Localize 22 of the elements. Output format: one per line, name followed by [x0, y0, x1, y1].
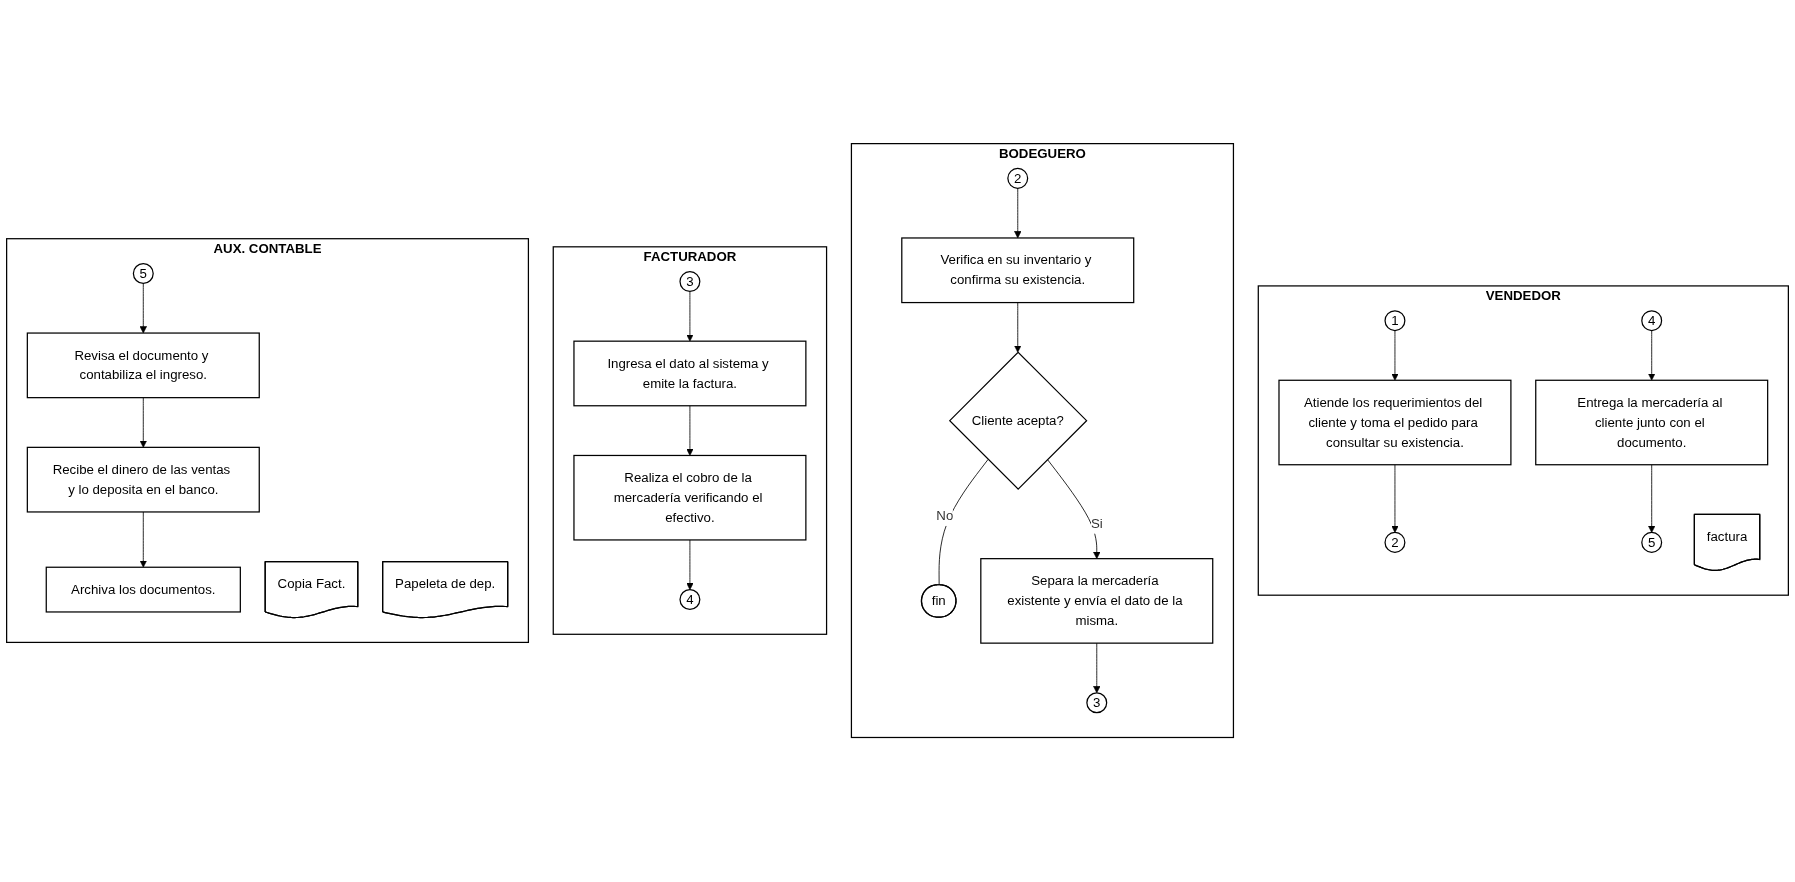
node-circle: 2 [1007, 168, 1029, 190]
node-circle: 5 [1641, 532, 1663, 554]
node-box: Verifica en su inventario y confirma su existencia. [901, 237, 1135, 304]
node-circle: 2 [1384, 532, 1406, 554]
node-box: Recibe el dinero de las ventas y lo deposita en el banco. [26, 447, 260, 513]
node-circle: 4 [679, 589, 701, 611]
connector [938, 459, 989, 586]
node-box: Atiende los requerimientos del cliente y toma el pedido para consultar su existencia. [1278, 380, 1512, 466]
node-circle: 1 [1384, 310, 1406, 332]
node-circle: 3 [1086, 692, 1108, 714]
edge-label: Si [1090, 516, 1103, 531]
node-box: Revisa el documento y contabiliza el ingreso. [26, 332, 260, 399]
node-box: Entrega la mercadería al cliente junto con el documento. [1535, 380, 1769, 466]
node-circle: 3 [679, 271, 701, 293]
node-circle: 5 [132, 263, 154, 285]
node-diamond: Cliente acepta? [948, 351, 1088, 491]
node-circle: 4 [1641, 310, 1663, 332]
node-box: Separa la mercadería existente y envía el dato de la misma. [980, 558, 1214, 645]
edge-label: No [936, 508, 954, 524]
node-box: Archiva los documentos. [45, 567, 241, 613]
node-box: Realiza el cobro de la mercadería verificando el efectivo. [573, 455, 807, 541]
node-box: Ingresa el dato al sistema y emite la factura. [573, 341, 807, 407]
